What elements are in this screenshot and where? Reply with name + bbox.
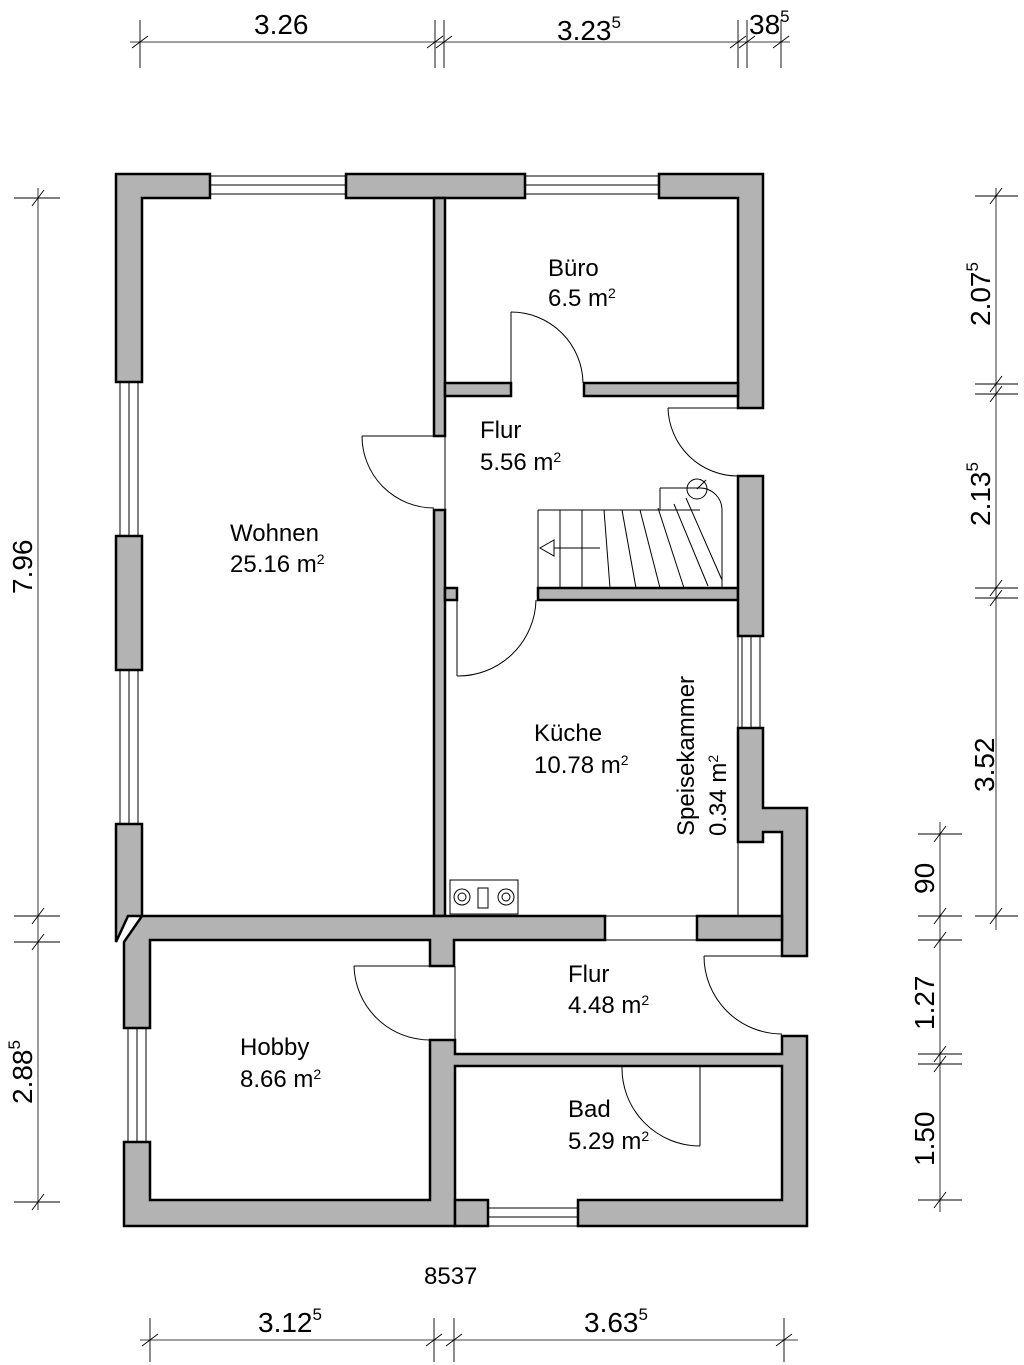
dim-left-1: 7.96 [7,540,38,595]
room-area: 4.48 m [568,992,641,1019]
dim-bottom-2: 3.635 [584,1305,648,1338]
room-area: 25.16 m [230,551,317,578]
dim-right-4: 90 [909,863,940,894]
staircase [537,478,723,589]
room-name: Flur [480,417,521,444]
room-area: 5.56 m [480,449,553,476]
room-area: 10.78 m [534,752,621,779]
room-area: 8.66 m [240,1066,313,1093]
room-name: Bad [568,1096,611,1123]
svg-text:0.34 m2: 0.34 m2 [705,755,732,836]
room-name: Speisekammer [673,676,700,836]
stove-icon [449,879,519,915]
svg-text:25.16 m2: 25.16 m2 [230,551,325,578]
dim-top-1: 3.26 [254,9,309,40]
windows [119,175,761,1227]
room-area: 5.29 m [568,1128,641,1155]
dimension-labels-right: 2.075 2.135 3.52 90 1.27 1.50 [909,262,1000,1166]
dim-bottom-1: 3.125 [258,1305,322,1338]
room-name: Wohnen [230,520,319,547]
svg-text:6.5 m2: 6.5 m2 [548,285,616,312]
room-buero: Büro 6.5 m2 [548,255,616,312]
room-bad: Bad 5.29 m2 [568,1096,649,1155]
svg-text:5.56 m2: 5.56 m2 [480,449,561,476]
plan-number: 8537 [424,1263,477,1290]
svg-text:10.78 m2: 10.78 m2 [534,752,629,779]
dim-top-3: 385 [749,7,790,40]
room-name: Büro [548,255,599,282]
dim-top-2: 3.235 [557,13,621,46]
room-hobby: Hobby 8.66 m2 [240,1034,321,1093]
room-wohnen: Wohnen 25.16 m2 [230,520,325,578]
doors [353,311,783,1147]
room-speisekammer: Speisekammer 0.34 m2 [673,676,732,836]
dim-right-1: 2.075 [963,262,996,326]
dim-left-2: 2.885 [5,1040,38,1104]
dim-right-3: 3.52 [969,738,1000,793]
dim-right-6: 1.50 [909,1112,940,1167]
svg-text:4.48 m2: 4.48 m2 [568,992,649,1019]
room-name: Flur [568,961,609,988]
dim-right-2: 2.135 [963,462,996,526]
room-flur-upper: Flur 5.56 m2 [480,417,561,476]
room-name: Küche [534,720,602,747]
room-flur-lower: Flur 4.48 m2 [568,961,649,1019]
dimension-labels-top: 3.26 3.235 385 [254,7,790,46]
room-area: 6.5 m [548,285,608,312]
dimension-lines [14,20,1018,1362]
svg-text:8.66 m2: 8.66 m2 [240,1066,321,1093]
svg-text:5.29 m2: 5.29 m2 [568,1128,649,1155]
room-kueche: Küche 10.78 m2 [534,720,629,779]
walls [114,172,809,1228]
dimension-labels-bottom: 3.125 3.635 [258,1305,648,1338]
dimension-labels-left: 7.96 2.885 [5,540,38,1105]
room-name: Hobby [240,1034,309,1061]
dim-right-5: 1.27 [909,976,940,1031]
room-area: 0.34 m [705,763,732,836]
